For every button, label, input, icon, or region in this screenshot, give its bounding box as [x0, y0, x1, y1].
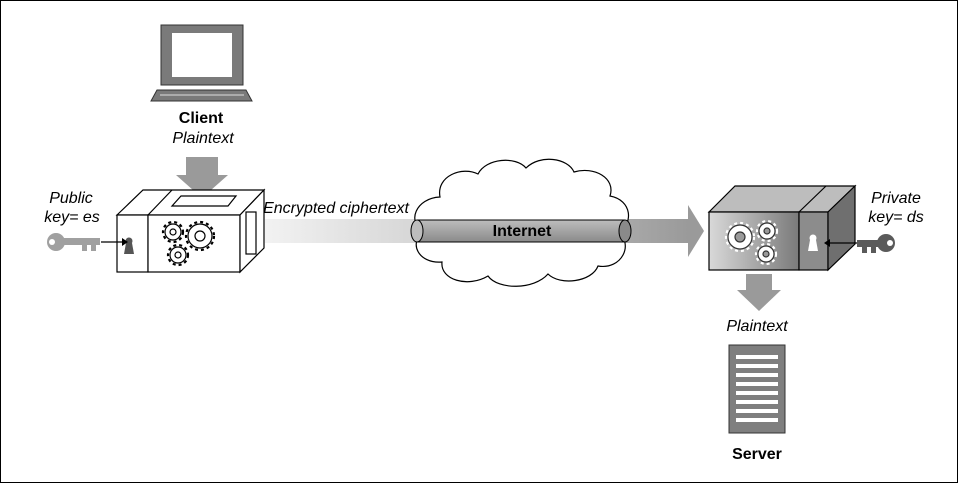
gear-icon: [164, 223, 213, 264]
arrow-icon: [688, 205, 704, 257]
key-icon: [857, 234, 895, 253]
keyhole-icon: [808, 234, 818, 251]
client-title: Client: [179, 110, 224, 127]
private-key-label-line1: Private: [871, 190, 921, 207]
decryption-box: [707, 184, 857, 272]
key-icon: [47, 233, 100, 251]
server-icon: [728, 344, 786, 434]
arrow-icon: [176, 157, 228, 198]
ciphertext-label: Encrypted ciphertext: [263, 200, 409, 217]
client-plaintext-label: Plaintext: [172, 130, 234, 147]
internet-label: Internet: [493, 223, 552, 240]
gear-icon: [727, 222, 776, 263]
server-title: Server: [732, 446, 782, 463]
key-pointer-arrow: [824, 239, 857, 247]
server-plaintext-label: Plaintext: [726, 318, 788, 335]
private-key-label-line2: key= ds: [868, 209, 924, 226]
cloud-pipe: [410, 219, 632, 243]
key-pointer-arrow: [101, 238, 128, 246]
arrow-icon: [737, 274, 781, 311]
monitor-icon: [150, 24, 253, 102]
keyhole-icon: [124, 237, 134, 254]
public-key-label-line2: key= es: [44, 209, 100, 226]
public-key-label-line1: Public: [49, 190, 93, 207]
